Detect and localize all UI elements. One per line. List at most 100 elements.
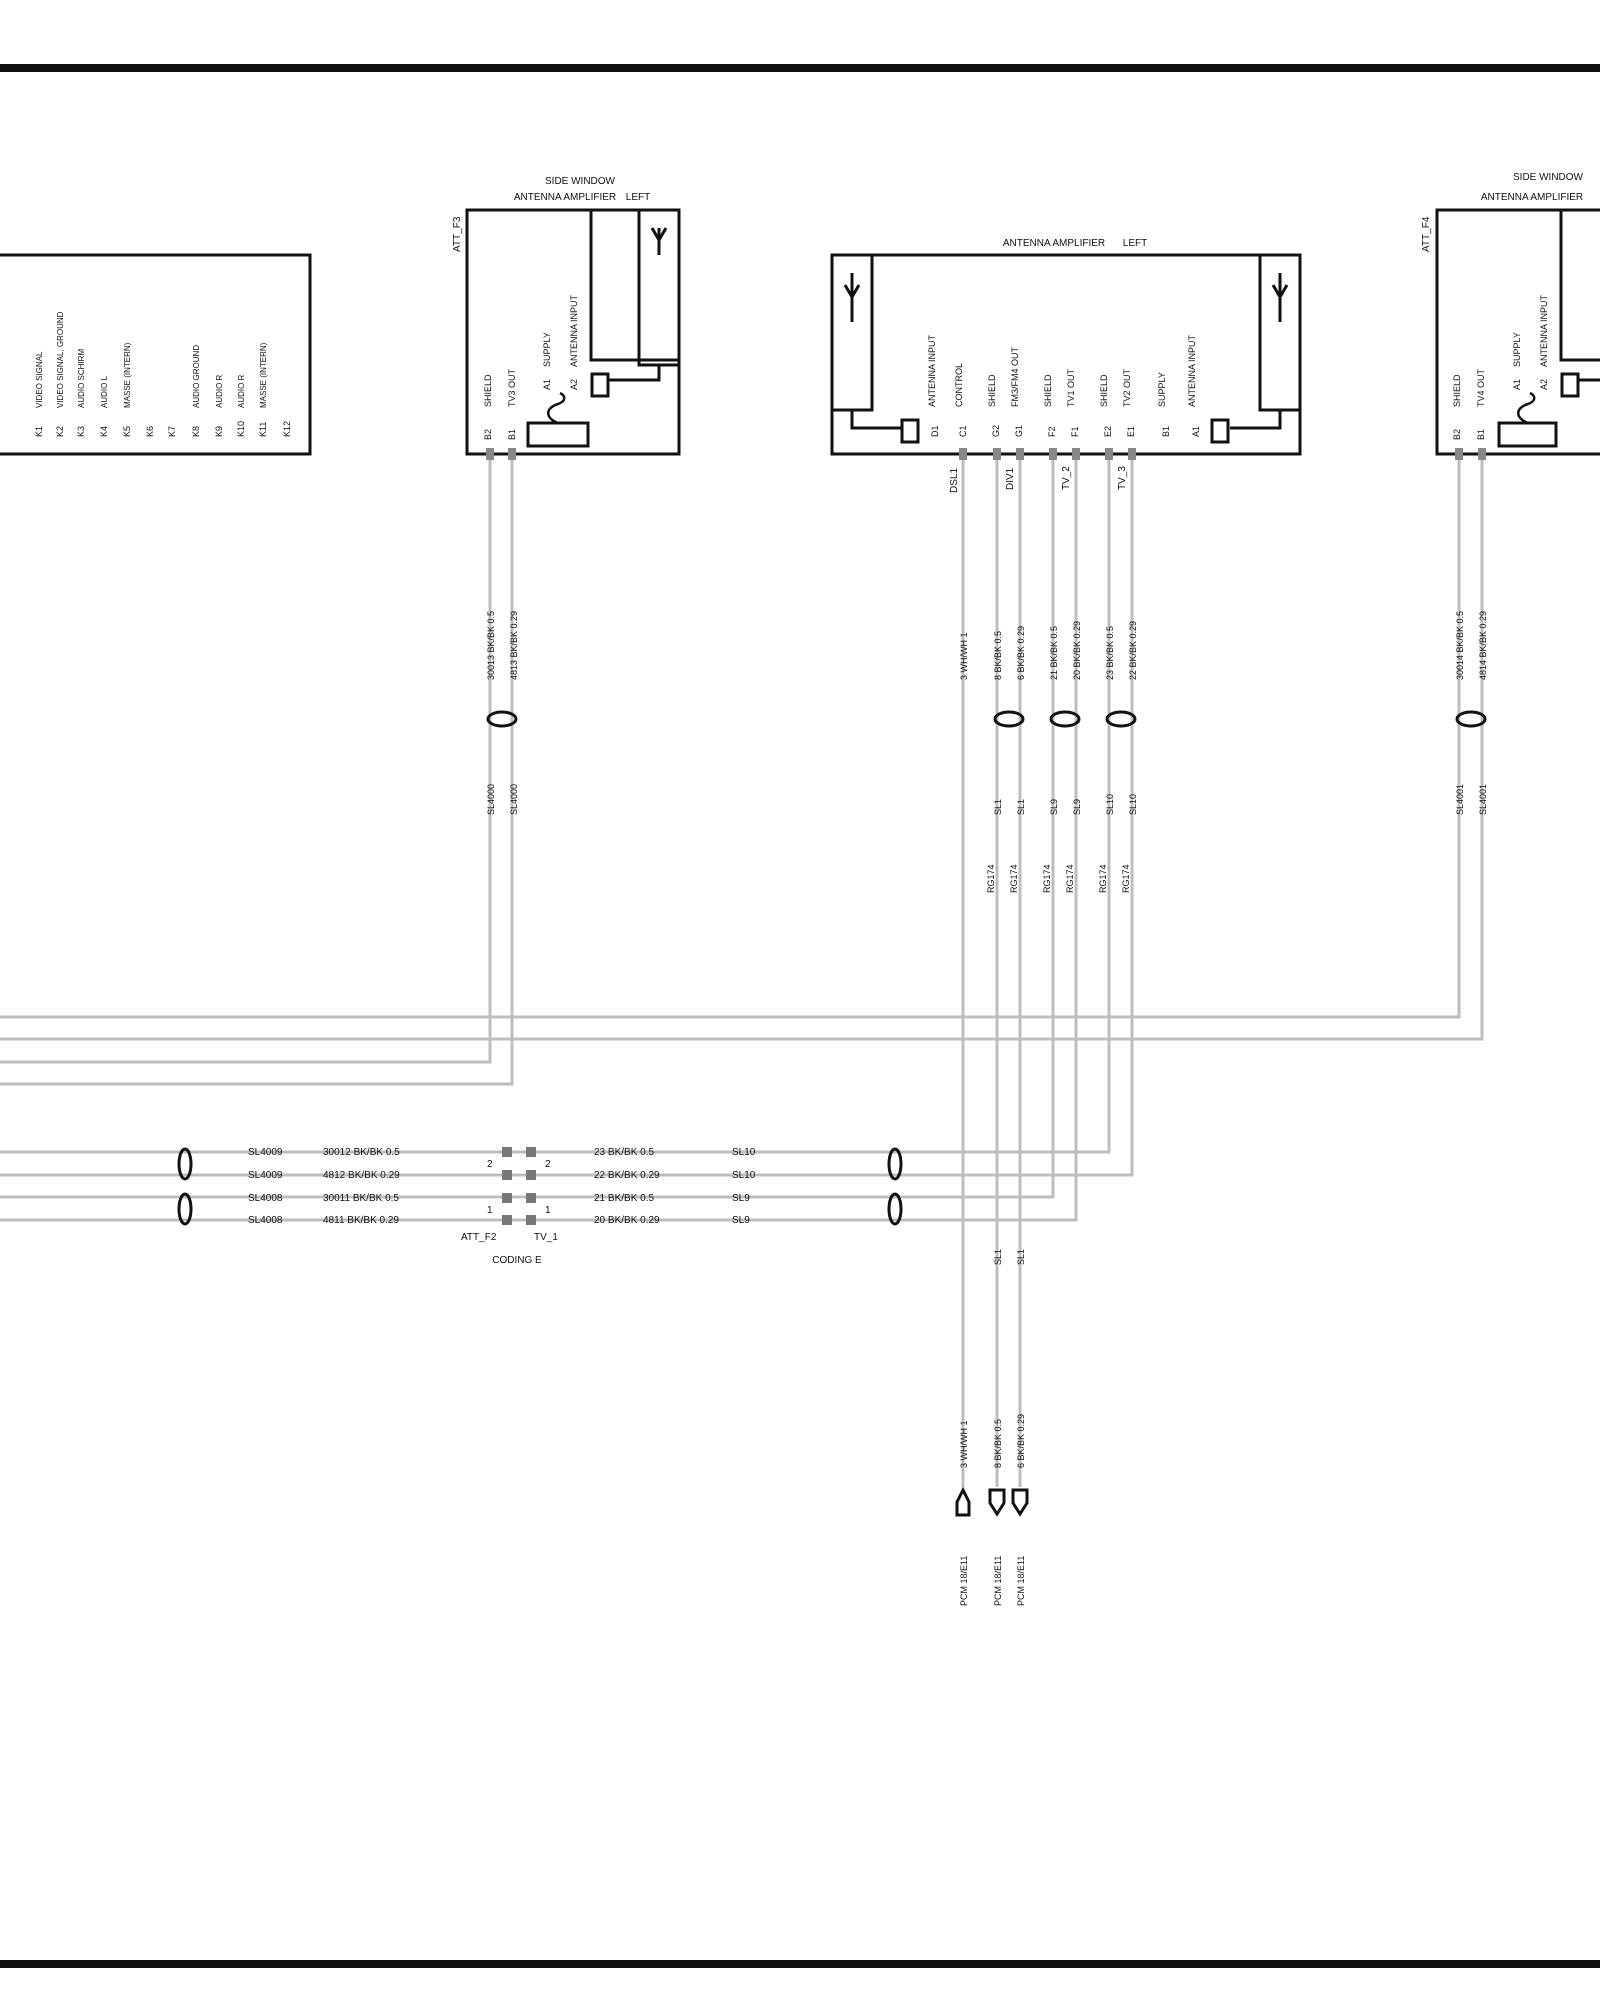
wire-label: 8 BK/BK 0.5 bbox=[993, 1419, 1003, 1468]
terminal-pin bbox=[502, 1215, 512, 1225]
pin-number: C1 bbox=[958, 425, 968, 437]
aa-left-title: ANTENNA AMPLIFIER bbox=[1003, 238, 1105, 249]
pin-stub bbox=[486, 448, 494, 460]
pin-label: TV1 OUT bbox=[1066, 368, 1076, 407]
antenna-input-connector bbox=[1210, 418, 1230, 444]
shield-label: SL1 bbox=[993, 799, 1003, 815]
pin-label: AUDIO SCHIRM bbox=[77, 349, 86, 408]
cable-type-label: RG174 bbox=[1042, 864, 1052, 893]
pin-number: K9 bbox=[214, 426, 224, 437]
wire-label: 8 BK/BK 0.5 bbox=[993, 631, 1003, 680]
pin-number: B1 bbox=[1476, 429, 1486, 440]
pin-number: K5 bbox=[122, 426, 132, 437]
shield-label: SL9 bbox=[1049, 799, 1059, 815]
signal-label: DIV1 bbox=[1005, 467, 1016, 490]
supply-wire-icon bbox=[547, 391, 566, 425]
antenna-amplifier-left: ANTENNA AMPLIFIER LEFT ANTENNA INPUT D1 … bbox=[830, 238, 1302, 493]
pin-label: ANTENNA INPUT bbox=[1539, 294, 1549, 367]
wire bbox=[0, 454, 1055, 1199]
top-border-bar bbox=[0, 64, 1600, 72]
pin-number: K7 bbox=[167, 426, 177, 437]
pin-label: FM3/FM4 OUT bbox=[1010, 346, 1020, 407]
pin-label: AUDIO R bbox=[237, 374, 246, 408]
pin-number: K12 bbox=[282, 421, 292, 437]
pin-label: ANTENNA INPUT bbox=[569, 294, 579, 367]
shield-label: SL4009 bbox=[248, 1170, 283, 1181]
pin-number: B2 bbox=[1452, 429, 1462, 440]
pin-label: ANTENNA INPUT bbox=[1187, 334, 1197, 407]
wire-network bbox=[0, 454, 1484, 1487]
antenna-input-connector bbox=[900, 418, 920, 444]
pin-number: A1 bbox=[1191, 426, 1201, 437]
pin-label: SHIELD bbox=[1099, 374, 1109, 407]
coding-e-connector: SL4009 SL4009 SL4008 SL4008 30012 BK/BK … bbox=[248, 1147, 756, 1266]
shield-marker bbox=[177, 1147, 193, 1181]
pcm-reference: PCM 18/E11 bbox=[959, 1556, 969, 1606]
pin-stub bbox=[1105, 448, 1113, 460]
terminal-pin bbox=[526, 1170, 536, 1180]
pin-label: SHIELD bbox=[987, 374, 997, 407]
att-f3-title-line1: SIDE WINDOW bbox=[545, 176, 616, 187]
pin-label: AUDIO R bbox=[215, 374, 224, 408]
wire-label: 21 BK/BK 0.5 bbox=[1049, 626, 1059, 680]
pin-number: K2 bbox=[55, 426, 65, 437]
pin-number: A2 bbox=[569, 379, 579, 390]
pin-number: G2 bbox=[991, 425, 1001, 437]
terminal-pins bbox=[502, 1147, 536, 1225]
pin-label: VIDEO SIGNAL, GROUND bbox=[56, 311, 65, 408]
pin-number: B1 bbox=[1161, 426, 1171, 437]
wire-label: 22 BK/BK 0.29 bbox=[1128, 621, 1138, 680]
pin-number: K3 bbox=[76, 426, 86, 437]
shield-marker bbox=[1455, 710, 1487, 728]
wire bbox=[0, 454, 1484, 1041]
pcm-reference: PCM 18/E11 bbox=[993, 1556, 1003, 1606]
pin-label: AUDIO L bbox=[100, 375, 109, 408]
pin-label: SHIELD bbox=[483, 374, 493, 407]
att-f4-title-line2: ANTENNA AMPLIFIER bbox=[1481, 192, 1583, 203]
pin-number: K10 bbox=[236, 421, 246, 437]
pin-number: K6 bbox=[145, 426, 155, 437]
shield-label: SL10 bbox=[1105, 794, 1115, 815]
pin-label: SUPPLY bbox=[1512, 332, 1522, 367]
pin-stub bbox=[1128, 448, 1136, 460]
connector-male-icon bbox=[1011, 1488, 1029, 1517]
connector-female-icon bbox=[955, 1486, 971, 1517]
pin-number: E2 bbox=[1103, 426, 1113, 437]
pin-number: B1 bbox=[507, 429, 517, 440]
shield-marker bbox=[177, 1192, 193, 1226]
shield-label: SL4008 bbox=[248, 1193, 283, 1204]
wire-label: 23 BK/BK 0.5 bbox=[594, 1147, 654, 1158]
pin-number: A1 bbox=[1512, 379, 1522, 390]
pin-number: F1 bbox=[1070, 426, 1080, 437]
antenna-input-connector bbox=[590, 372, 610, 398]
wire bbox=[0, 454, 514, 1086]
antenna-icon bbox=[1271, 273, 1289, 322]
left-connector-box bbox=[0, 253, 312, 456]
supply-wire-icon bbox=[1517, 391, 1536, 425]
att-f4-id: ATT_F4 bbox=[1421, 216, 1432, 252]
wire-label: 3 WH/WH 1 bbox=[959, 632, 969, 680]
wire bbox=[0, 454, 492, 1064]
pin-number: K8 bbox=[191, 426, 201, 437]
shield-marker bbox=[486, 710, 518, 728]
shield-label: SL4009 bbox=[248, 1147, 283, 1158]
antenna-feed-line bbox=[850, 410, 903, 430]
pin-label: SUPPLY bbox=[542, 332, 552, 367]
shield-label: SL10 bbox=[732, 1147, 756, 1158]
signal-label: TV_2 bbox=[1061, 466, 1072, 490]
pin-number: B2 bbox=[483, 429, 493, 440]
aa-left-side: LEFT bbox=[1123, 238, 1147, 249]
wire-label: 30011 BK/BK 0.5 bbox=[323, 1193, 399, 1204]
terminal-pin bbox=[526, 1215, 536, 1225]
shield-label: SL9 bbox=[1072, 799, 1082, 815]
pin-stub bbox=[1455, 448, 1463, 460]
shield-label: SL10 bbox=[732, 1170, 756, 1181]
pin-number: K4 bbox=[99, 426, 109, 437]
pin-label: TV4 OUT bbox=[1476, 368, 1486, 407]
wire-label: 4812 BK/BK 0.29 bbox=[323, 1170, 400, 1181]
shield-label: SL4001 bbox=[1455, 784, 1465, 815]
connector-name: ATT_F2 bbox=[461, 1232, 497, 1243]
antenna-icon bbox=[843, 273, 861, 322]
wire-label: 22 BK/BK 0.29 bbox=[594, 1170, 660, 1181]
